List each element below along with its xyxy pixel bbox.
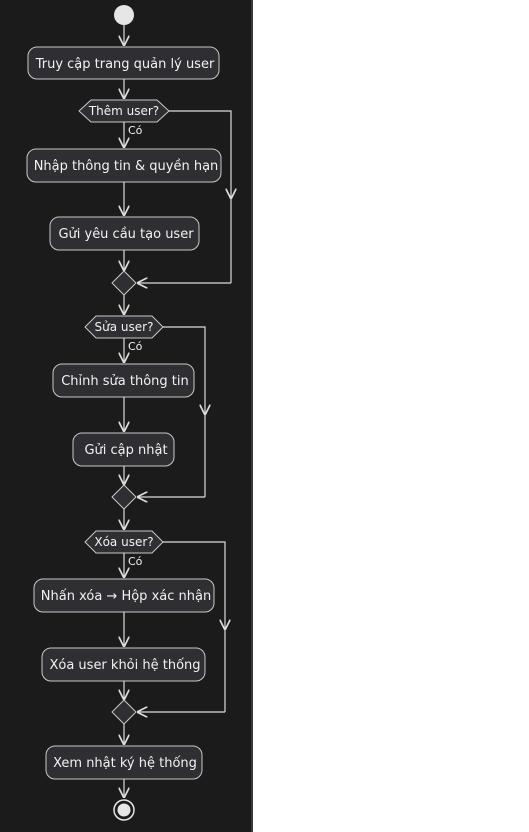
decision-add-yes-label: Có (128, 124, 143, 137)
decision-add-label: Thêm user? (88, 104, 159, 118)
decision-edit-label: Sửa user? (95, 320, 154, 334)
panel-divider (251, 0, 253, 832)
end-node (117, 803, 131, 817)
merge-edit (111, 484, 137, 510)
action-access-label: Truy cập trang quản lý user (35, 57, 215, 72)
decision-delete-label: Xóa user? (94, 535, 153, 549)
end-node-ring (113, 799, 135, 821)
decision-delete-yes-label: Có (128, 555, 143, 568)
action-click-delete-label: Nhấn xóa → Hộp xác nhận (41, 589, 211, 604)
action-view-log-label: Xem nhật ký hệ thống (53, 756, 197, 771)
action-send-create-label: Gửi yêu cầu tạo user (58, 227, 194, 242)
edge-add-no (169, 110, 231, 198)
edge-edit-no (163, 326, 205, 414)
action-send-update-label: Gửi cập nhật (84, 443, 167, 458)
action-delete-user-label: Xóa user khỏi hệ thống (49, 658, 200, 673)
edge-delete-no (163, 541, 225, 629)
start-node (114, 5, 134, 25)
merge-add (111, 270, 137, 296)
action-enter-info-label: Nhập thông tin & quyền hạn (34, 159, 219, 174)
merge-delete (111, 699, 137, 725)
action-edit-info-label: Chỉnh sửa thông tin (61, 374, 189, 389)
decision-edit-yes-label: Có (128, 340, 143, 353)
